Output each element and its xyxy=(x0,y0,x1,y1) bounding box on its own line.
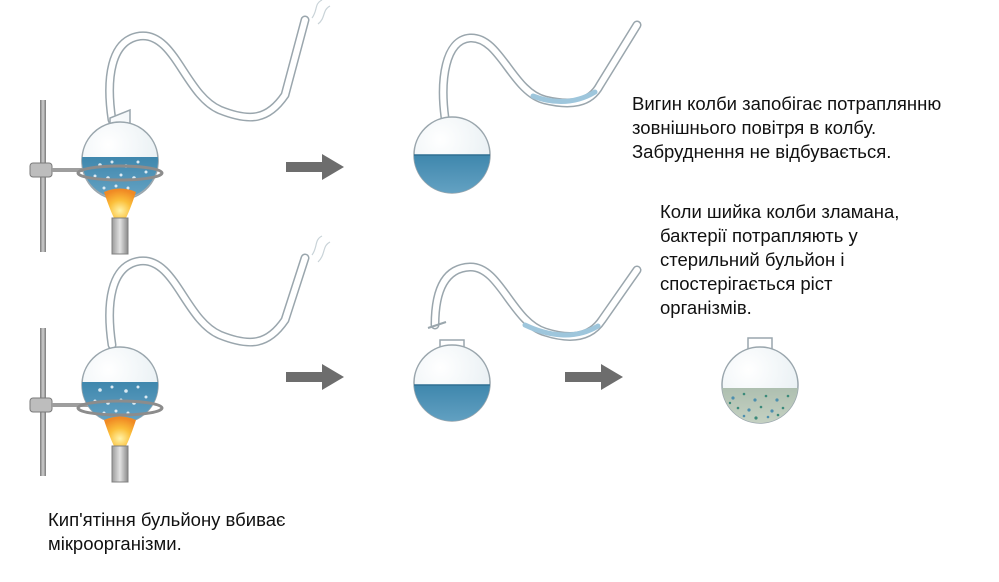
broken-neck-flask xyxy=(413,262,642,422)
caption-line: Коли шийка колби зламана, xyxy=(660,201,900,222)
boiling-setup-bottom xyxy=(29,235,331,483)
caption-line: мікроорганізми. xyxy=(48,533,182,554)
arrow-top xyxy=(286,154,344,180)
caption-line: бактерії потрапляють у xyxy=(660,225,858,246)
clamp-arm xyxy=(52,403,92,407)
trapped-dust-in-bend xyxy=(530,89,598,104)
boiling-setup-top xyxy=(29,0,331,255)
clamp-arm xyxy=(52,168,92,172)
stand-clamp xyxy=(29,162,53,178)
caption-line: стерильний бульйон і xyxy=(660,249,845,270)
stand-clamp xyxy=(29,397,53,413)
ring-support xyxy=(76,399,164,417)
ring-support xyxy=(76,164,164,182)
bacterial-growth xyxy=(728,392,790,420)
cooled-flask-top xyxy=(413,20,642,194)
caption-line: зовнішнього повітря в колбу. xyxy=(632,117,877,138)
arrow-bottom-2 xyxy=(565,364,623,390)
broth xyxy=(414,385,490,421)
caption-line: Забруднення не відбувається. xyxy=(632,141,892,162)
caption-line: організмів. xyxy=(660,297,752,318)
burner xyxy=(111,445,129,483)
flame xyxy=(104,188,136,218)
caption-line: Вигин колби запобігає потраплянню xyxy=(632,93,942,114)
caption-broken-neck-growth: Коли шийка колби зламана, бактерії потра… xyxy=(660,200,899,320)
caption-line: спостерігається ріст xyxy=(660,273,833,294)
caption-boiling-kills-microbes: Кип'ятіння бульйону вбиває мікроорганізм… xyxy=(48,508,285,556)
steam xyxy=(311,235,331,263)
caption-neck-prevents-contamination: Вигин колби запобігає потраплянню зовніш… xyxy=(632,92,941,164)
burner xyxy=(111,217,129,255)
trapped-dust-in-bend xyxy=(522,322,601,338)
contaminated-flask xyxy=(721,337,799,424)
caption-line: Кип'ятіння бульйону вбиває xyxy=(48,509,286,530)
flame xyxy=(104,416,136,446)
arrow-bottom-1 xyxy=(286,364,344,390)
steam xyxy=(311,0,331,25)
